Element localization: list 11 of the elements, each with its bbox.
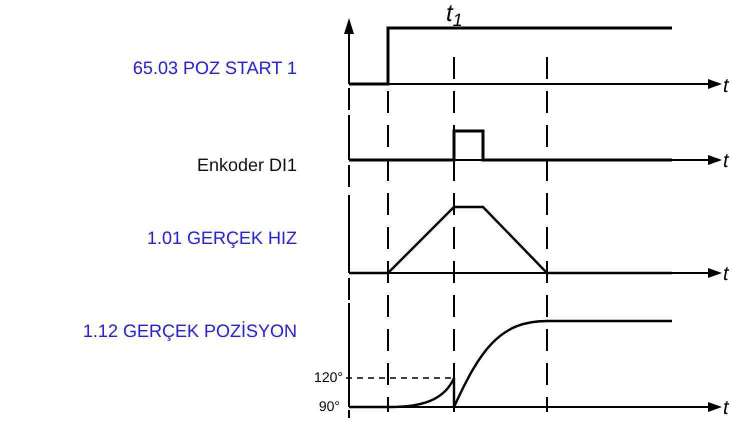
- signal-name: 65.03 POZ START 1: [132, 59, 297, 77]
- axis-label: t: [723, 398, 729, 418]
- axis-label: t: [723, 264, 729, 284]
- value-label: 90°: [318, 399, 340, 413]
- signal-name: 1.01 GERÇEK HIZ: [146, 229, 297, 247]
- axis-label: t: [723, 151, 729, 171]
- value-label: 120°: [314, 370, 343, 384]
- axis-label: t: [723, 76, 729, 96]
- signal-name: Enkoder DI1: [196, 156, 297, 174]
- time-marker-label: t$_{1}$: [446, 2, 463, 26]
- signal-name: 1.12 GERÇEK POZİSYON: [82, 322, 297, 340]
